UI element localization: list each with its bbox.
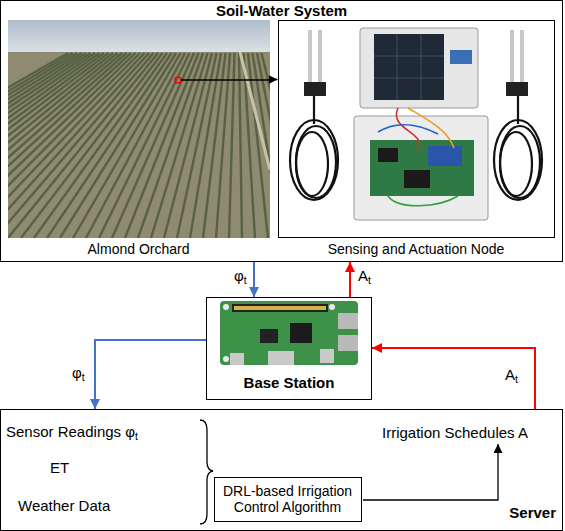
edge-label-slot: φt <box>232 267 249 285</box>
node-text: Base Station <box>244 374 335 391</box>
signal-label: At <box>356 267 373 284</box>
edge-label-slot: At <box>356 267 373 285</box>
flow-arrow <box>270 79 278 81</box>
photo-panel: Sensing and Actuation Node <box>278 20 555 258</box>
process-box: DRL-based Irrigation Control Algorithm <box>214 477 362 522</box>
node-text: DRL-based Irrigation Control Algorithm <box>219 483 357 515</box>
node-text: Sensing and Actuation Node <box>328 241 505 257</box>
signal-label: At <box>503 366 520 383</box>
text-label: Weather Data <box>18 497 110 514</box>
label-slot: ET <box>50 459 69 477</box>
edge-label-slot: At <box>503 366 520 384</box>
edge-label-slot: φt <box>70 364 87 382</box>
node-text: Soil-Water System <box>216 2 347 19</box>
subscript: t <box>135 430 138 442</box>
text-label: Sensor Readings φt <box>6 423 138 440</box>
system-box: Soil-Water SystemAlmond Orchard Sensing a… <box>0 0 563 262</box>
label-slot: Sensor Readings φt <box>6 423 138 441</box>
label-slot: Weather Data <box>18 497 110 515</box>
text-label: ET <box>50 459 69 476</box>
curly-brace <box>200 420 213 524</box>
tree-row <box>8 53 113 238</box>
node-text: Almond Orchard <box>88 241 190 257</box>
flow-arrow <box>372 348 535 409</box>
subscript: t <box>244 274 247 286</box>
flow-arrow <box>95 340 206 409</box>
tree-row <box>21 53 163 238</box>
subscript: t <box>368 274 371 286</box>
base-station-box: Base Station <box>206 297 372 400</box>
tree-row <box>73 53 181 238</box>
subscript: t <box>82 371 85 383</box>
label-slot: Irrigation Schedules A <box>382 424 528 442</box>
flow-arrow <box>253 262 255 297</box>
subscript: t <box>515 373 518 385</box>
signal-label: φt <box>70 364 87 381</box>
sensor-node-photo <box>279 21 555 238</box>
orchard-photo <box>0 20 307 238</box>
flow-arrow <box>363 444 498 500</box>
photo-panel: Almond Orchard <box>8 20 270 258</box>
flow-arrow <box>349 262 351 297</box>
node-text: Server <box>509 504 556 521</box>
signal-label: φt <box>232 267 249 284</box>
text-label: Irrigation Schedules A <box>382 424 528 441</box>
raspberry-pi-board <box>220 301 358 365</box>
tree-row <box>99 53 190 238</box>
tree-row <box>8 53 136 238</box>
